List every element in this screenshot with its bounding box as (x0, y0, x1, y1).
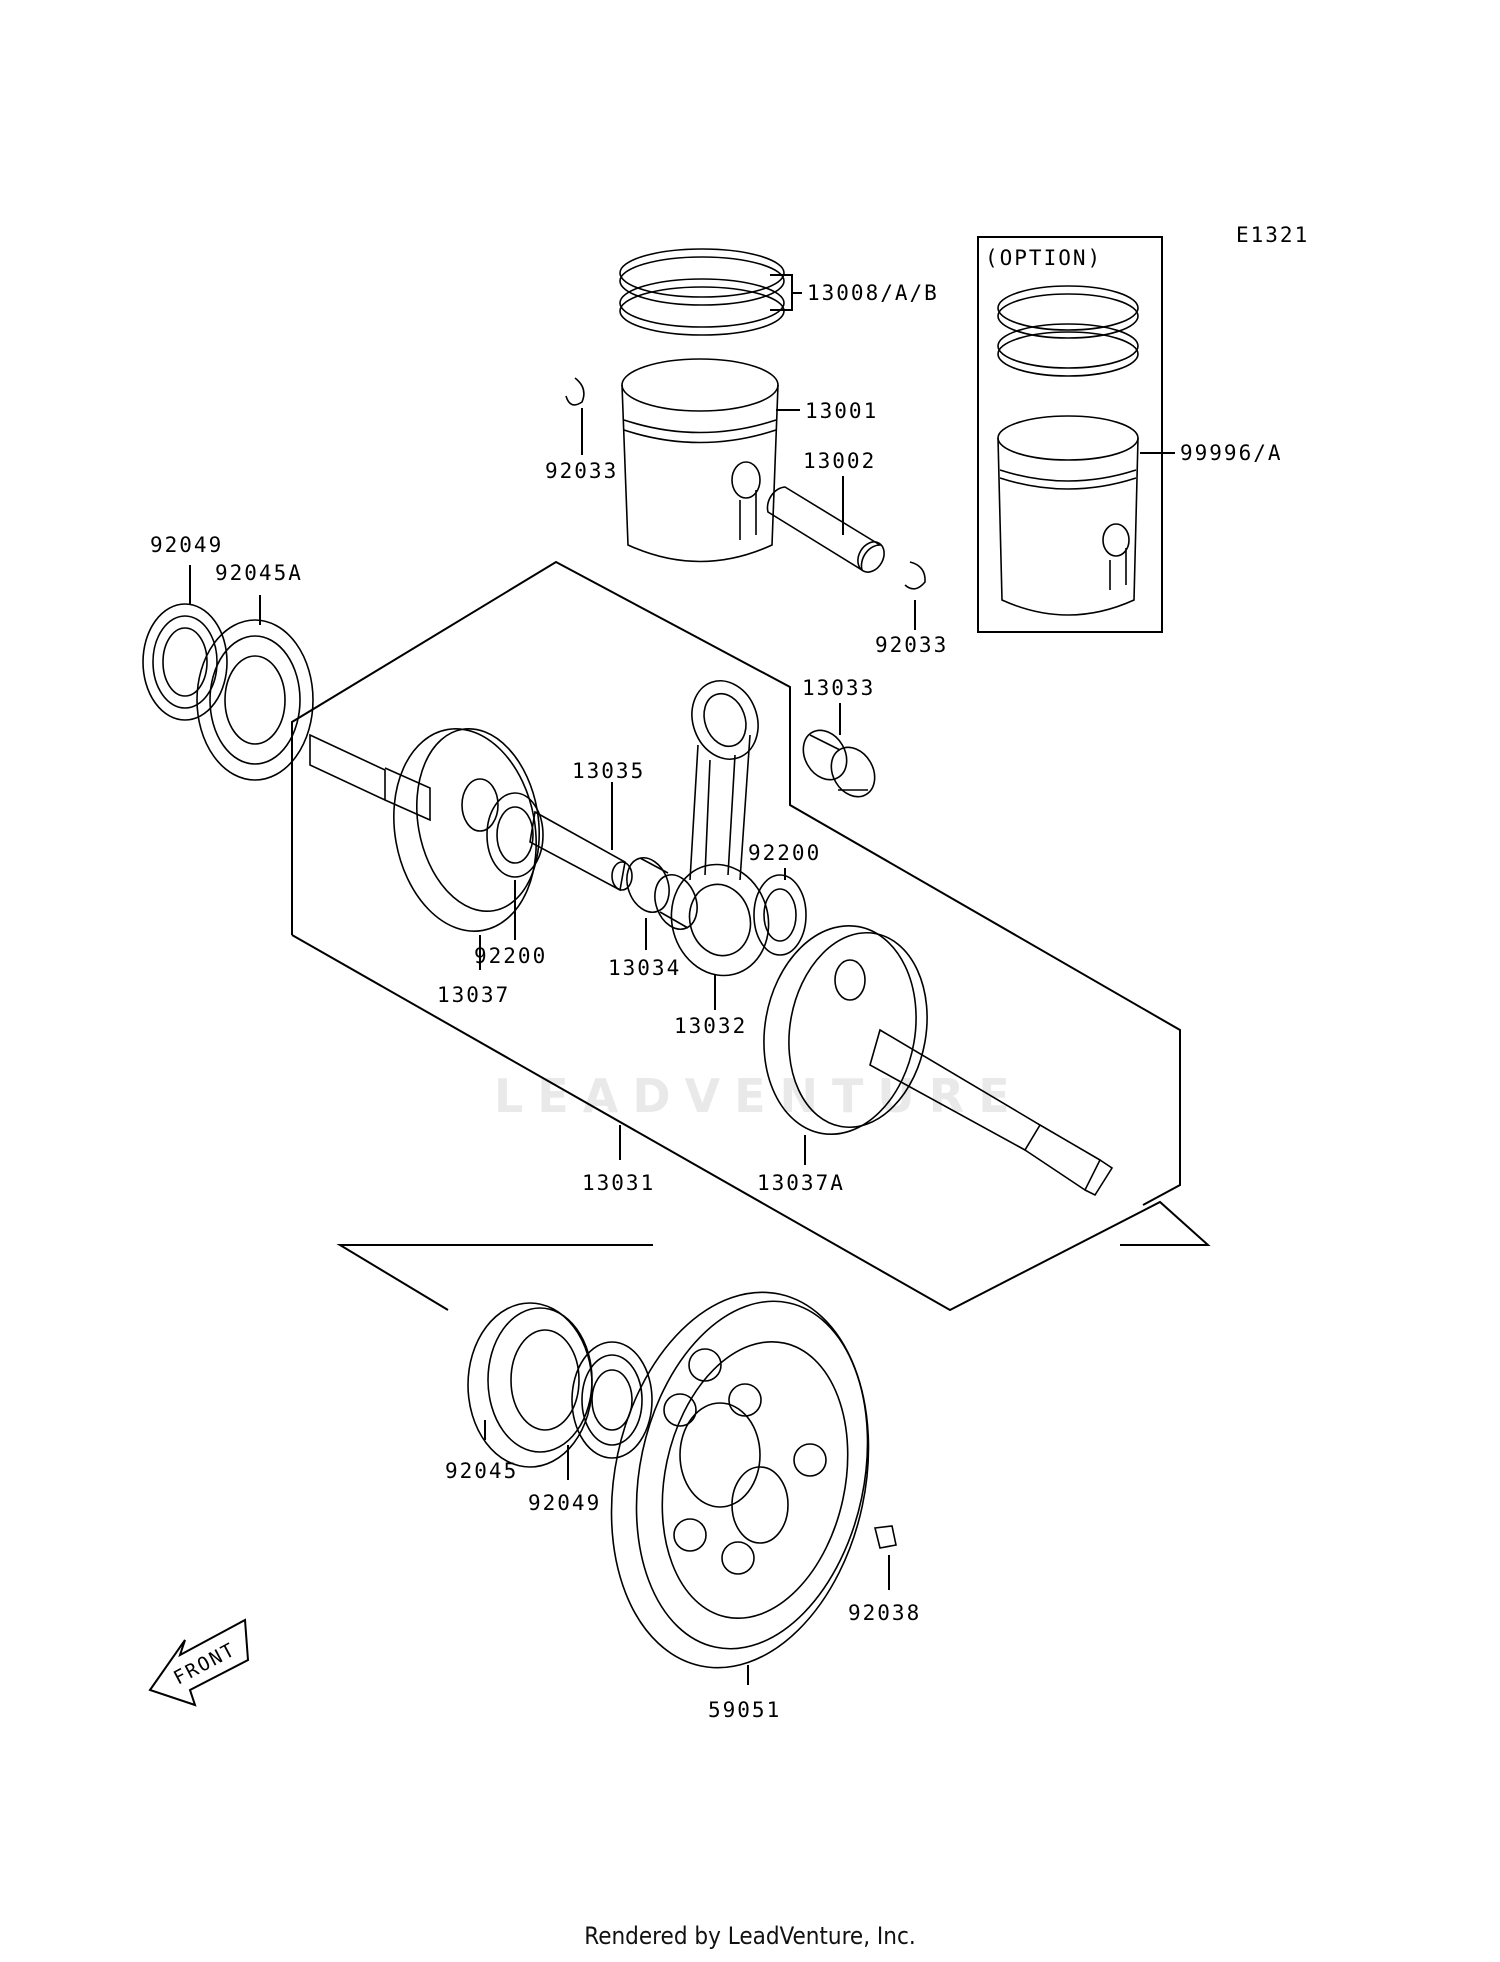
callout-92049-top: 92049 (150, 533, 223, 557)
callout-92033-left: 92033 (545, 459, 618, 483)
woodruff-key (874, 1525, 897, 1590)
callout-99996: 99996/A (1180, 441, 1283, 465)
callout-92045: 92045 (445, 1459, 518, 1483)
callout-92038: 92038 (848, 1601, 921, 1625)
thrust-washer-left (486, 792, 544, 940)
callout-13002: 13002 (803, 449, 876, 473)
callout-13001: 13001 (805, 399, 878, 423)
crank-pin (529, 782, 633, 892)
lower-group-outline (336, 1244, 653, 1311)
callout-92200-left: 92200 (474, 944, 547, 968)
piston (621, 358, 800, 563)
callout-92049-bottom: 92049 (528, 1491, 601, 1515)
connecting-rod (670, 680, 770, 1010)
option-box: (OPTION) (977, 236, 1175, 633)
left-main-bearing (196, 595, 314, 781)
piston-rings (619, 248, 802, 336)
left-crank-web (393, 728, 541, 970)
piston-pin-clip-left (565, 377, 585, 455)
callout-59051: 59051 (708, 1698, 781, 1722)
big-end-bearing (626, 857, 698, 950)
watermark: LEADVENTURE (494, 1069, 1024, 1123)
piston-pin-clip-right (904, 561, 926, 630)
option-label: (OPTION) (985, 246, 1102, 270)
callout-92033-right: 92033 (875, 633, 948, 657)
primary-gear (610, 1291, 870, 1685)
callout-92200-right: 92200 (748, 841, 821, 865)
right-main-bearing (467, 1302, 593, 1468)
callout-13008: 13008/A/B (807, 281, 939, 305)
diagram-code: E1321 (1236, 223, 1309, 247)
callout-13031: 13031 (582, 1171, 655, 1195)
footer-credit: Rendered by LeadVenture, Inc. (584, 1922, 916, 1950)
callout-13037a: 13037A (757, 1171, 845, 1195)
right-crank-web (763, 924, 928, 1165)
thrust-washer-right (753, 868, 807, 956)
callout-13035: 13035 (572, 759, 645, 783)
callout-13033: 13033 (802, 676, 875, 700)
piston-pin (766, 476, 885, 573)
callout-13034: 13034 (608, 956, 681, 980)
small-end-bearing (802, 703, 876, 798)
left-oil-seal (142, 565, 228, 721)
right-oil-seal (567, 1341, 653, 1480)
callout-92045a: 92045A (215, 561, 303, 585)
crankshaft-right-end (869, 1028, 1114, 1197)
callout-13037: 13037 (437, 983, 510, 1007)
callout-13032: 13032 (674, 1014, 747, 1038)
front-direction-arrow: FRONT (148, 1618, 250, 1707)
crankshaft-left-end (309, 733, 431, 822)
crankshaft-assembly-outline (291, 560, 1211, 1312)
